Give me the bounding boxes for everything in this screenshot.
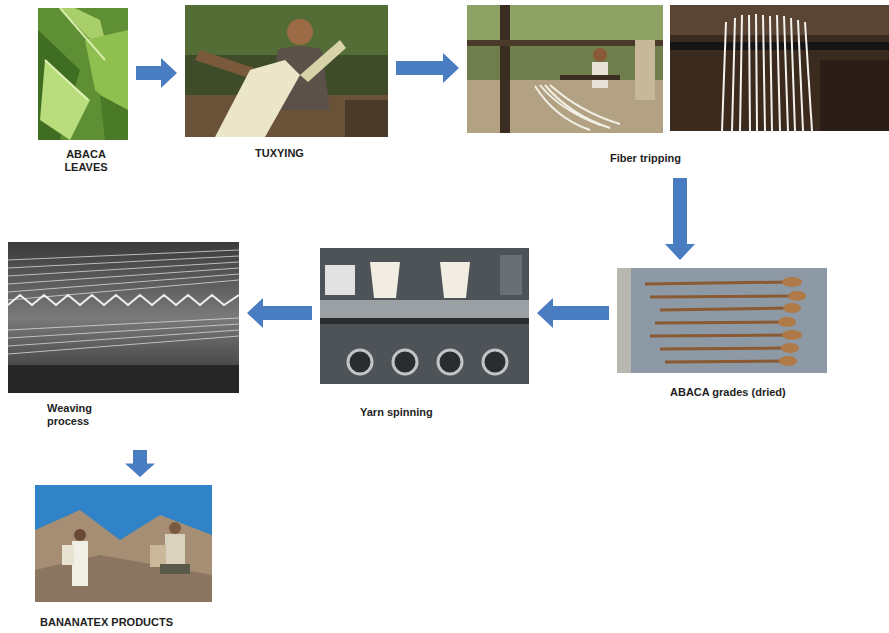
fiber-strands-photo [670,5,889,131]
flow-arrow [125,450,155,477]
flow-arrow [537,298,609,328]
flow-arrow [136,58,177,88]
flow-arrow [665,178,695,260]
process-step: TUXYING [185,5,388,162]
process-step: BANANATEX PRODUCTS [35,485,212,631]
step-label: Yarn spinning [360,406,480,419]
bananatex-products-photo [35,485,212,602]
tuxying-photo [185,5,388,137]
flow-arrow [247,298,312,328]
process-step: Fiber tripping [467,5,889,170]
step-label: ABACA grades (dried) [670,386,820,399]
abaca-leaves-photo [38,8,128,140]
fiber-stripping-photo [467,5,663,133]
process-step: ABACA LEAVES [38,8,128,178]
step-label: ABACA LEAVES [50,148,122,174]
step-label: Fiber tripping [610,152,730,165]
yarn-spinning-photo [320,248,529,384]
process-step: ABACA grades (dried) [617,268,827,401]
step-label: BANANATEX PRODUCTS [40,616,212,629]
flow-arrow [396,53,459,83]
process-step: Yarn spinning [320,248,529,421]
process-step: Weaving process [8,242,239,442]
step-label: TUXYING [255,147,375,160]
step-label: Weaving process [47,402,109,428]
weaving-photo [8,242,239,393]
abaca-grades-photo [617,268,827,373]
